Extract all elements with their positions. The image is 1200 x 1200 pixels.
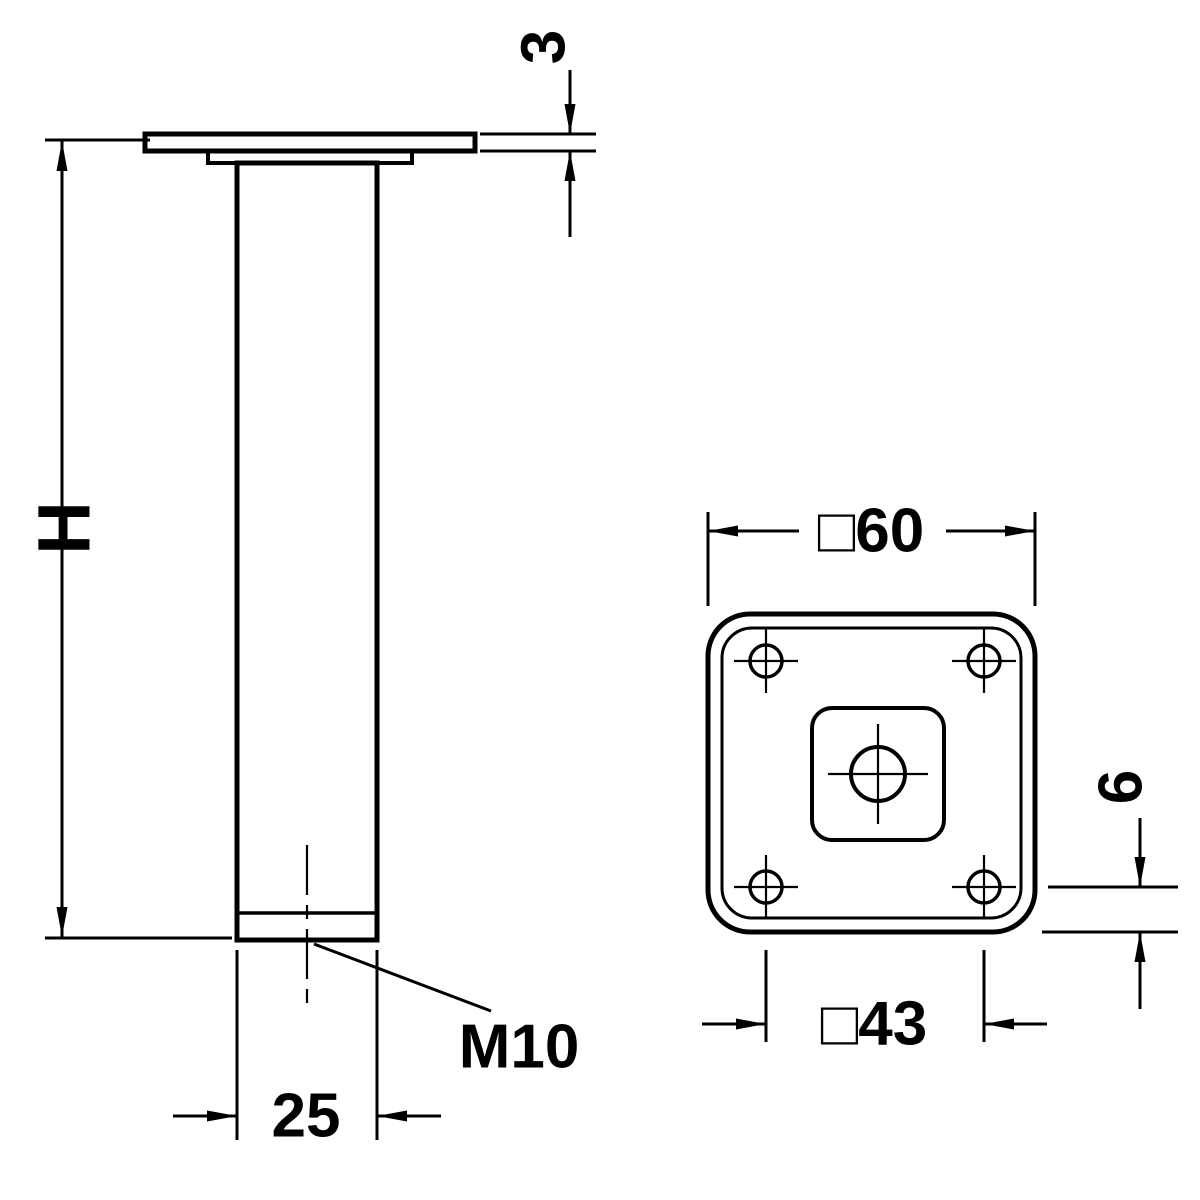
hole-spacing-label: □43 xyxy=(821,990,927,1059)
mounting-plate-profile xyxy=(142,131,478,154)
plate-thickness-label: 3 xyxy=(510,30,579,64)
top-view: □60 □43 6 xyxy=(702,497,1178,1059)
leg-tube-profile xyxy=(234,160,380,943)
plate-outline xyxy=(705,611,1038,935)
thread-callout: M10 xyxy=(313,942,580,1082)
arrowhead-up xyxy=(1134,932,1146,962)
arrowhead-left xyxy=(708,525,738,537)
arrowhead-down xyxy=(1134,857,1146,887)
thread-label: M10 xyxy=(459,1013,580,1082)
arrowhead-left xyxy=(984,1018,1014,1030)
arrowhead-right xyxy=(207,1110,237,1122)
arrowhead-down xyxy=(56,907,68,937)
screw-hole-top-left xyxy=(734,629,798,693)
arrowhead-up xyxy=(564,151,576,181)
center-boss-outline xyxy=(810,706,946,842)
arrowhead-down xyxy=(564,104,576,134)
plate-inner-outline xyxy=(720,626,1023,920)
dim-height: H xyxy=(23,138,232,940)
height-label: H xyxy=(23,501,106,554)
edge-distance-label: 6 xyxy=(1087,770,1156,804)
arrowhead-left xyxy=(377,1110,407,1122)
screw-hole-bottom-left xyxy=(734,855,798,919)
screw-hole-top-right xyxy=(952,629,1016,693)
screw-hole-bottom-right xyxy=(952,855,1016,919)
dim-plate-thickness: 3 xyxy=(480,30,596,237)
arrowhead-right xyxy=(736,1018,766,1030)
dim-tube-diameter: 25 xyxy=(173,950,441,1151)
center-hole xyxy=(828,724,928,824)
outer-size-label: □60 xyxy=(818,497,924,566)
diameter-label: 25 xyxy=(272,1082,341,1151)
dim-hole-spacing: □43 xyxy=(702,950,1047,1059)
arrowhead-right xyxy=(1005,525,1035,537)
thread-leader-line xyxy=(313,942,492,1013)
dim-edge-distance: 6 xyxy=(1042,770,1178,1009)
arrowhead-up xyxy=(56,141,68,171)
side-view: 3 H 25 M10 xyxy=(23,30,596,1151)
dim-outer-size: □60 xyxy=(706,497,1037,606)
